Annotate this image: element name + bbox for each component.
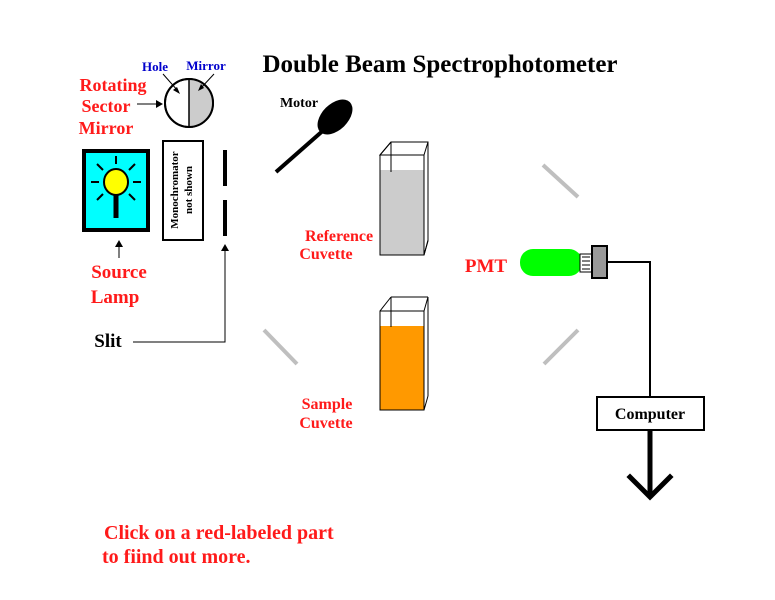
- pmt-label[interactable]: PMT: [465, 256, 508, 277]
- sector-label-arrow: [137, 100, 163, 108]
- instruction-line1: Click on a red-labeled part: [104, 522, 334, 544]
- rotating-label-line2[interactable]: Sector: [82, 96, 131, 116]
- source-lamp[interactable]: [82, 149, 150, 232]
- reference-label-line2[interactable]: Cuvette: [299, 246, 352, 263]
- diagram-title: Double Beam Spectrophotometer: [262, 51, 617, 78]
- mirror-label: Mirror: [186, 58, 226, 73]
- mirror-pointer-arrow: [198, 73, 215, 91]
- hole-pointer-arrow: [162, 73, 180, 94]
- slit-label: Slit: [94, 331, 122, 352]
- signal-cable: [607, 261, 651, 397]
- instruction-line2: to fiind out more.: [102, 546, 251, 568]
- slit-pointer-line: [133, 244, 229, 343]
- reference-label-line1[interactable]: Reference: [305, 228, 373, 245]
- source-label-arrow: [115, 240, 123, 258]
- motor-label: Motor: [280, 96, 318, 111]
- sample-label-line2[interactable]: Cuvette: [299, 415, 352, 432]
- fixed-mirror-bottom-right: [542, 328, 580, 366]
- monochromator-box: Monochromator not shown: [162, 140, 204, 241]
- fixed-mirror-top-right: [541, 163, 580, 199]
- computer-label: Computer: [615, 406, 685, 423]
- sample-label-line1[interactable]: Sample: [302, 396, 353, 413]
- monochromator-label-line1: Monochromator: [169, 151, 181, 229]
- rotating-label-line1[interactable]: Rotating: [80, 75, 147, 95]
- source-label-line2[interactable]: Lamp: [91, 287, 140, 308]
- rotating-label-line3[interactable]: Mirror: [79, 118, 134, 138]
- source-label-line1[interactable]: Source: [91, 262, 147, 283]
- rotating-sector-mirror[interactable]: [164, 78, 214, 128]
- hole-label: Hole: [142, 59, 168, 74]
- monochromator-label-line2: not shown: [183, 166, 195, 214]
- photomultiplier-tube[interactable]: [520, 245, 608, 279]
- reference-cuvette[interactable]: [378, 141, 429, 256]
- fixed-mirror-bottom-left: [262, 328, 299, 366]
- output-arrow: [626, 430, 674, 501]
- sample-cuvette[interactable]: [379, 296, 429, 411]
- computer-box: Computer: [596, 396, 705, 431]
- motor: [274, 99, 353, 174]
